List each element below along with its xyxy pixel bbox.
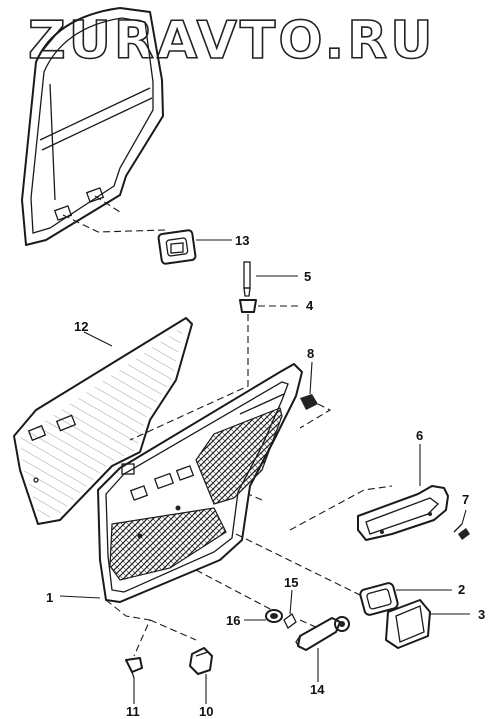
part-16-regulator-washer: [265, 609, 283, 623]
callout-11: 11: [126, 704, 140, 719]
callout-15: 15: [284, 575, 298, 590]
part-1-door-trim-panel: [97, 363, 303, 603]
callout-6: 6: [416, 428, 423, 443]
part-11-trim-retainer-clip: [125, 657, 143, 679]
part-3-handle-escutcheon: [385, 599, 431, 649]
watermark-text: ZURAVTO.RU: [28, 11, 435, 71]
callout-3: 3: [478, 607, 485, 622]
part-10-trim-fastener: [189, 647, 213, 675]
callout-7: 7: [462, 492, 469, 507]
callout-12: 12: [74, 319, 88, 334]
callout-labels: 1 2 3 4 5 6 7 8 10 11 12 13 14 15 16: [46, 233, 485, 719]
door-shell: [21, 7, 164, 246]
callout-1: 1: [46, 590, 53, 605]
callout-4: 4: [306, 298, 314, 313]
callout-14: 14: [310, 682, 325, 697]
part-4-lock-knob: [239, 299, 257, 313]
callout-10: 10: [199, 704, 213, 719]
callout-13: 13: [235, 233, 249, 248]
part-8-trim-clip: [300, 394, 318, 410]
part-15-handle-clip: [283, 613, 297, 629]
part-2-inner-handle-bezel: [359, 582, 399, 616]
callout-2: 2: [458, 582, 465, 597]
part-5-lock-knob-rod: [243, 261, 251, 297]
part-7-screw: [453, 523, 470, 540]
part-12-watershield-sheet: [13, 317, 193, 525]
part-14-window-regulator-handle: [295, 616, 350, 651]
callout-16: 16: [226, 613, 240, 628]
callout-8: 8: [307, 346, 314, 361]
part-6-armrest-pull-handle: [357, 485, 449, 541]
part-13-handle-bezel: [157, 229, 197, 265]
callout-5: 5: [304, 269, 311, 284]
